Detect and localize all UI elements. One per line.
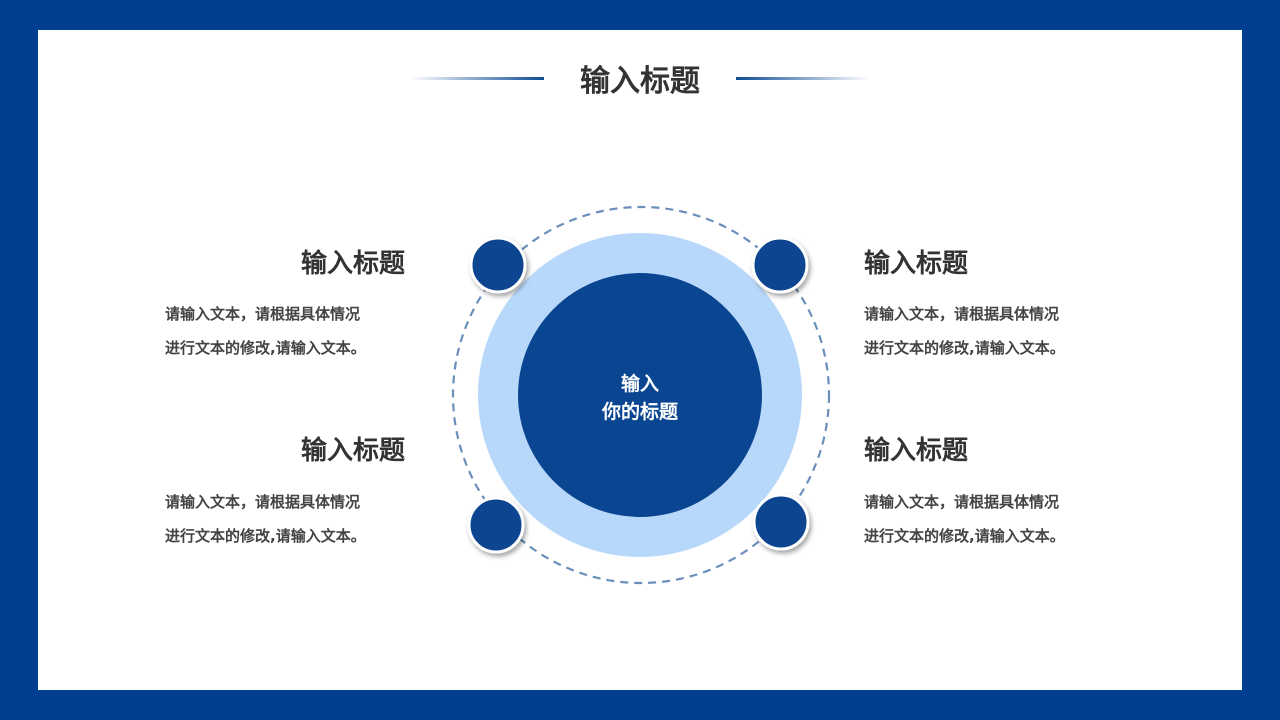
page-title: 输入标题 [580,64,700,99]
dashed-orbit [451,205,831,585]
block-title-top-right: 输入标题 [864,249,969,279]
block-text-line: 请输入文本，请根据具体情况 [165,493,361,511]
block-text-top-left: 请输入文本，请根据具体情况 进行文本的修改,请输入文本。 [165,297,425,365]
block-text-top-right: 请输入文本，请根据具体情况 进行文本的修改,请输入文本。 [864,297,1124,365]
block-text-line: 进行文本的修改,请输入文本。 [165,527,366,545]
block-text-line: 请输入文本，请根据具体情况 [165,305,361,323]
block-title-top-left: 输入标题 [300,249,405,279]
block-text-line: 进行文本的修改,请输入文本。 [165,339,366,357]
center-title-line1: 输入 [620,373,659,395]
center-title: 输入 你的标题 [540,370,740,426]
block-text-line: 进行文本的修改,请输入文本。 [864,527,1065,545]
title-decor-line-right [736,77,870,80]
center-title-line2: 你的标题 [601,401,678,423]
node-bottom-right [752,493,810,551]
block-text-bottom-right: 请输入文本，请根据具体情况 进行文本的修改,请输入文本。 [864,485,1124,553]
center-circle [518,273,762,517]
node-top-right [751,236,809,294]
block-text-line: 请输入文本，请根据具体情况 [864,493,1060,511]
block-text-line: 请输入文本，请根据具体情况 [864,305,1060,323]
node-top-left [469,236,527,294]
node-bottom-left [467,496,525,554]
title-decor-line-left [410,77,544,80]
block-title-bottom-right: 输入标题 [864,436,969,466]
block-text-bottom-left: 请输入文本，请根据具体情况 进行文本的修改,请输入文本。 [165,485,425,553]
block-text-line: 进行文本的修改,请输入文本。 [864,339,1065,357]
block-title-bottom-left: 输入标题 [300,436,405,466]
